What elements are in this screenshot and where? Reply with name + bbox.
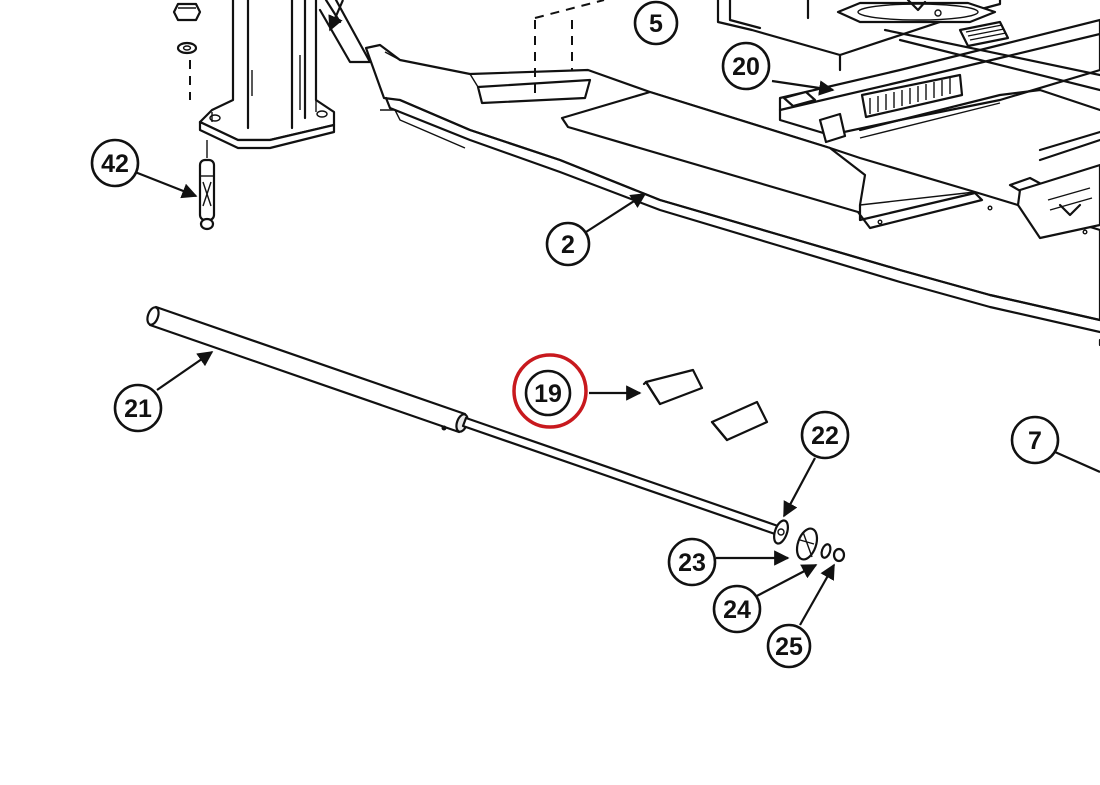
callout-19[interactable]: 19 bbox=[512, 353, 588, 429]
runway-platform bbox=[318, 0, 1100, 347]
callout-2-label: 2 bbox=[561, 231, 575, 259]
callout-21-label: 21 bbox=[124, 395, 152, 423]
callout-20-label: 20 bbox=[732, 53, 760, 81]
highlight-ring bbox=[512, 353, 588, 429]
callout-42: 42 bbox=[90, 138, 140, 188]
callout-42-label: 42 bbox=[101, 150, 129, 178]
callout-5: 5 bbox=[633, 0, 679, 46]
angle-plates bbox=[642, 368, 769, 442]
callout-22: 22 bbox=[800, 410, 850, 460]
callout-7-label: 7 bbox=[1028, 427, 1042, 455]
callout-21: 21 bbox=[113, 383, 163, 433]
callout-23: 23 bbox=[667, 537, 717, 587]
callout-23-label: 23 bbox=[678, 549, 706, 577]
lift-column bbox=[198, 0, 336, 150]
anchor-bolt-hardware bbox=[172, 2, 202, 100]
callout-19-label: 19 bbox=[534, 380, 562, 408]
callout-7: 7 bbox=[1010, 415, 1060, 465]
callout-25-label: 25 bbox=[775, 633, 803, 661]
callout-5-label: 5 bbox=[649, 10, 663, 38]
jack-assembly bbox=[716, 0, 1100, 240]
leader-lines bbox=[134, 0, 1100, 626]
callout-20: 20 bbox=[721, 41, 771, 91]
anchor-pin bbox=[198, 140, 216, 231]
callout-25: 25 bbox=[766, 623, 812, 669]
callout-22-label: 22 bbox=[811, 422, 839, 450]
cylinder-rod bbox=[146, 305, 846, 563]
callout-24: 24 bbox=[712, 584, 762, 634]
callout-24-label: 24 bbox=[723, 596, 751, 624]
callout-2: 2 bbox=[545, 221, 591, 267]
